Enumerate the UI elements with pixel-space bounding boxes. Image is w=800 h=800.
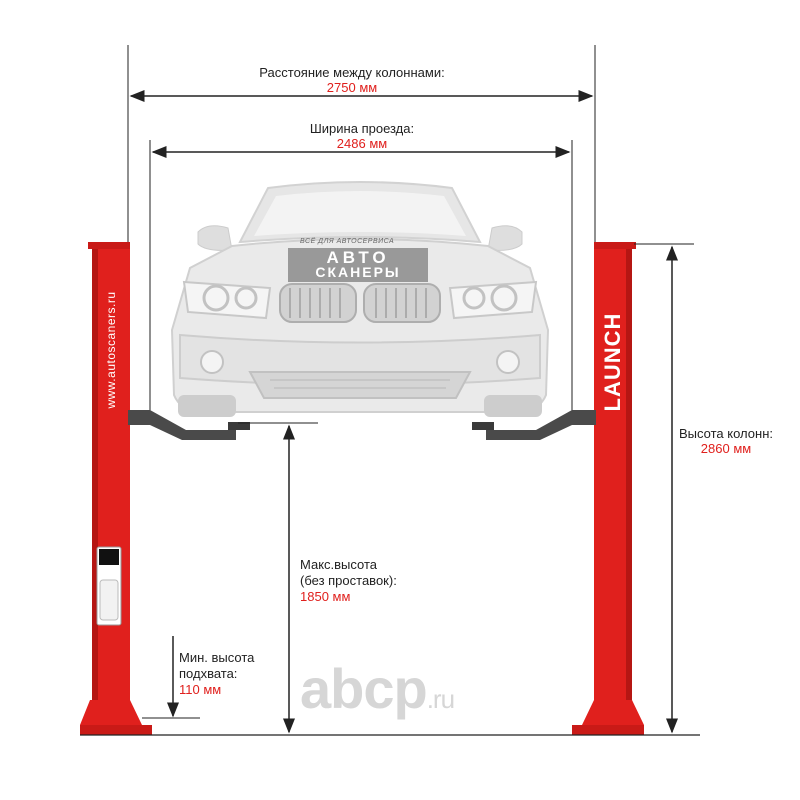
column-height-label: Высота колонн: (679, 426, 773, 441)
watermark-logo: abcp.ru (300, 656, 455, 721)
watermark-main: abcp (300, 657, 428, 720)
min-height-label-line2: подхвата: (179, 666, 238, 681)
drive-width-value: 2486 мм (336, 136, 388, 151)
drive-width-label: Ширина проезда: (309, 121, 415, 136)
column-spacing-value: 2750 мм (326, 80, 378, 95)
column-height-value: 2860 мм (700, 441, 752, 456)
left-column (80, 242, 152, 735)
hood-sign-word1: АВТО (326, 248, 390, 267)
hood-sign-word2: СКАНЕРЫ (315, 264, 401, 280)
left-column-url: www.autoscaners.ru (104, 291, 118, 409)
right-lift-arm (472, 410, 596, 440)
watermark-suffix: .ru (426, 684, 455, 714)
hood-sign-top: ВСЁ ДЛЯ АВТОСЕРВИСА (300, 238, 395, 245)
max-height-label-line2: (без проставок): (300, 573, 397, 588)
column-spacing-label: Расстояние между колоннами: (259, 65, 445, 80)
min-height-value: 110 мм (179, 682, 222, 697)
max-height-label-line1: Макс.высота (300, 557, 378, 572)
min-height-label-line1: Мин. высота (179, 650, 255, 665)
right-column (572, 242, 644, 735)
max-height-value: 1850 мм (300, 589, 351, 604)
car-illustration (170, 181, 550, 417)
right-column-brand: LAUNCH (600, 312, 625, 412)
left-lift-arm (128, 410, 250, 440)
